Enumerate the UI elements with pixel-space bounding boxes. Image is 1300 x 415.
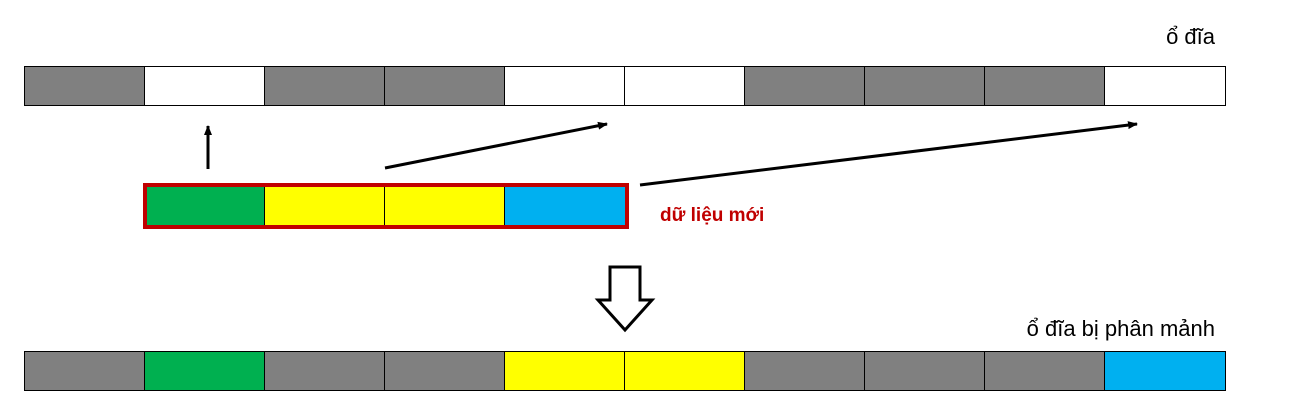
disk-block-free bbox=[145, 67, 265, 105]
new-data-strip bbox=[143, 183, 629, 229]
arrow-to-block-10 bbox=[639, 121, 1138, 187]
fragmented-block-yellow bbox=[625, 352, 745, 390]
new-data-block-green bbox=[147, 187, 265, 225]
disk-block-used bbox=[745, 67, 865, 105]
fragmented-block-used bbox=[265, 352, 385, 390]
down-arrow-icon bbox=[594, 265, 656, 333]
fragmented-disk-label: ổ đĩa bị phân mảnh bbox=[1026, 316, 1215, 341]
disk-block-free bbox=[625, 67, 745, 105]
new-data-label: dữ liệu mới bbox=[660, 205, 765, 226]
disk-strip bbox=[24, 66, 1226, 106]
fragmented-block-green bbox=[145, 352, 265, 390]
disk-block-free bbox=[1105, 67, 1225, 105]
disk-block-used bbox=[265, 67, 385, 105]
disk-block-free bbox=[505, 67, 625, 105]
fragmented-block-used bbox=[25, 352, 145, 390]
disk-label: ổ đĩa bbox=[1166, 24, 1215, 49]
disk-block-used bbox=[385, 67, 505, 105]
fragmented-block-blue bbox=[1105, 352, 1225, 390]
fragmented-block-used bbox=[385, 352, 505, 390]
disk-block-used bbox=[865, 67, 985, 105]
fragmented-block-used bbox=[745, 352, 865, 390]
fragmented-block-yellow bbox=[505, 352, 625, 390]
new-data-block-yellow bbox=[265, 187, 385, 225]
fragmented-disk-strip bbox=[24, 351, 1226, 391]
new-data-block-yellow bbox=[385, 187, 505, 225]
arrow-to-block-5 bbox=[384, 121, 608, 170]
new-data-block-blue bbox=[505, 187, 625, 225]
fragmented-block-used bbox=[865, 352, 985, 390]
fragmented-block-used bbox=[985, 352, 1105, 390]
disk-block-used bbox=[25, 67, 145, 105]
disk-block-used bbox=[985, 67, 1105, 105]
